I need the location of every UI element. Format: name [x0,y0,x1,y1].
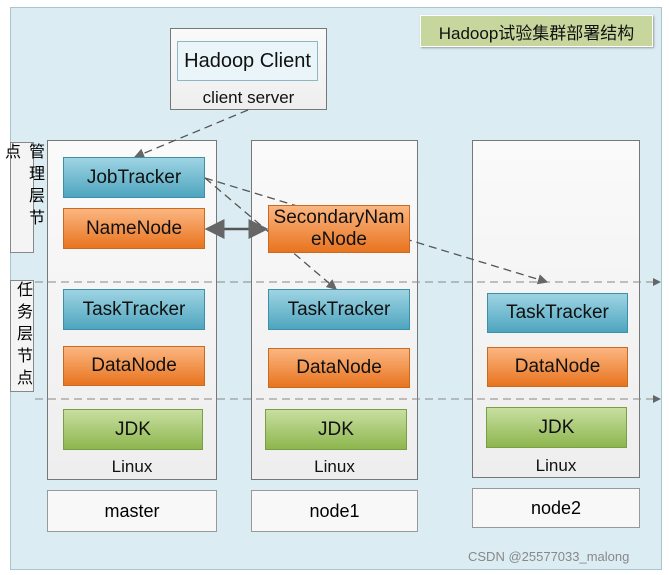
node2-jdk: JDK [486,407,627,448]
watermark: CSDN @25577033_malong [468,549,630,564]
task-layer-label: 任务层节点 [10,280,34,392]
node1-os: Linux [314,457,355,476]
node2-tasktracker: TaskTracker [487,293,628,333]
diagram-title: Hadoop试验集群部署结构 [420,15,653,47]
master-host-label: master [47,490,217,532]
node1-tasktracker: TaskTracker [268,289,410,330]
client-server-label: client server [202,88,295,107]
node1-secondary-namenode: SecondaryNameNode [268,205,410,253]
node1-host-label: node1 [251,490,418,532]
node2-host-label: node2 [472,488,640,528]
master-jobtracker: JobTracker [63,157,205,198]
master-namenode: NameNode [63,208,205,249]
master-jdk: JDK [63,409,203,450]
master-tasktracker: TaskTracker [63,289,205,330]
node1-jdk: JDK [265,409,407,450]
master-datanode: DataNode [63,346,205,386]
node2-os: Linux [535,456,577,475]
jobtracker-to-node2-tasktracker-arrow [204,177,549,285]
master-os: Linux [111,457,153,476]
client-to-jobtracker-arrow [133,109,249,159]
node2-datanode: DataNode [487,347,628,387]
node1-datanode: DataNode [268,348,410,388]
hadoop-client: Hadoop Client [177,41,318,81]
